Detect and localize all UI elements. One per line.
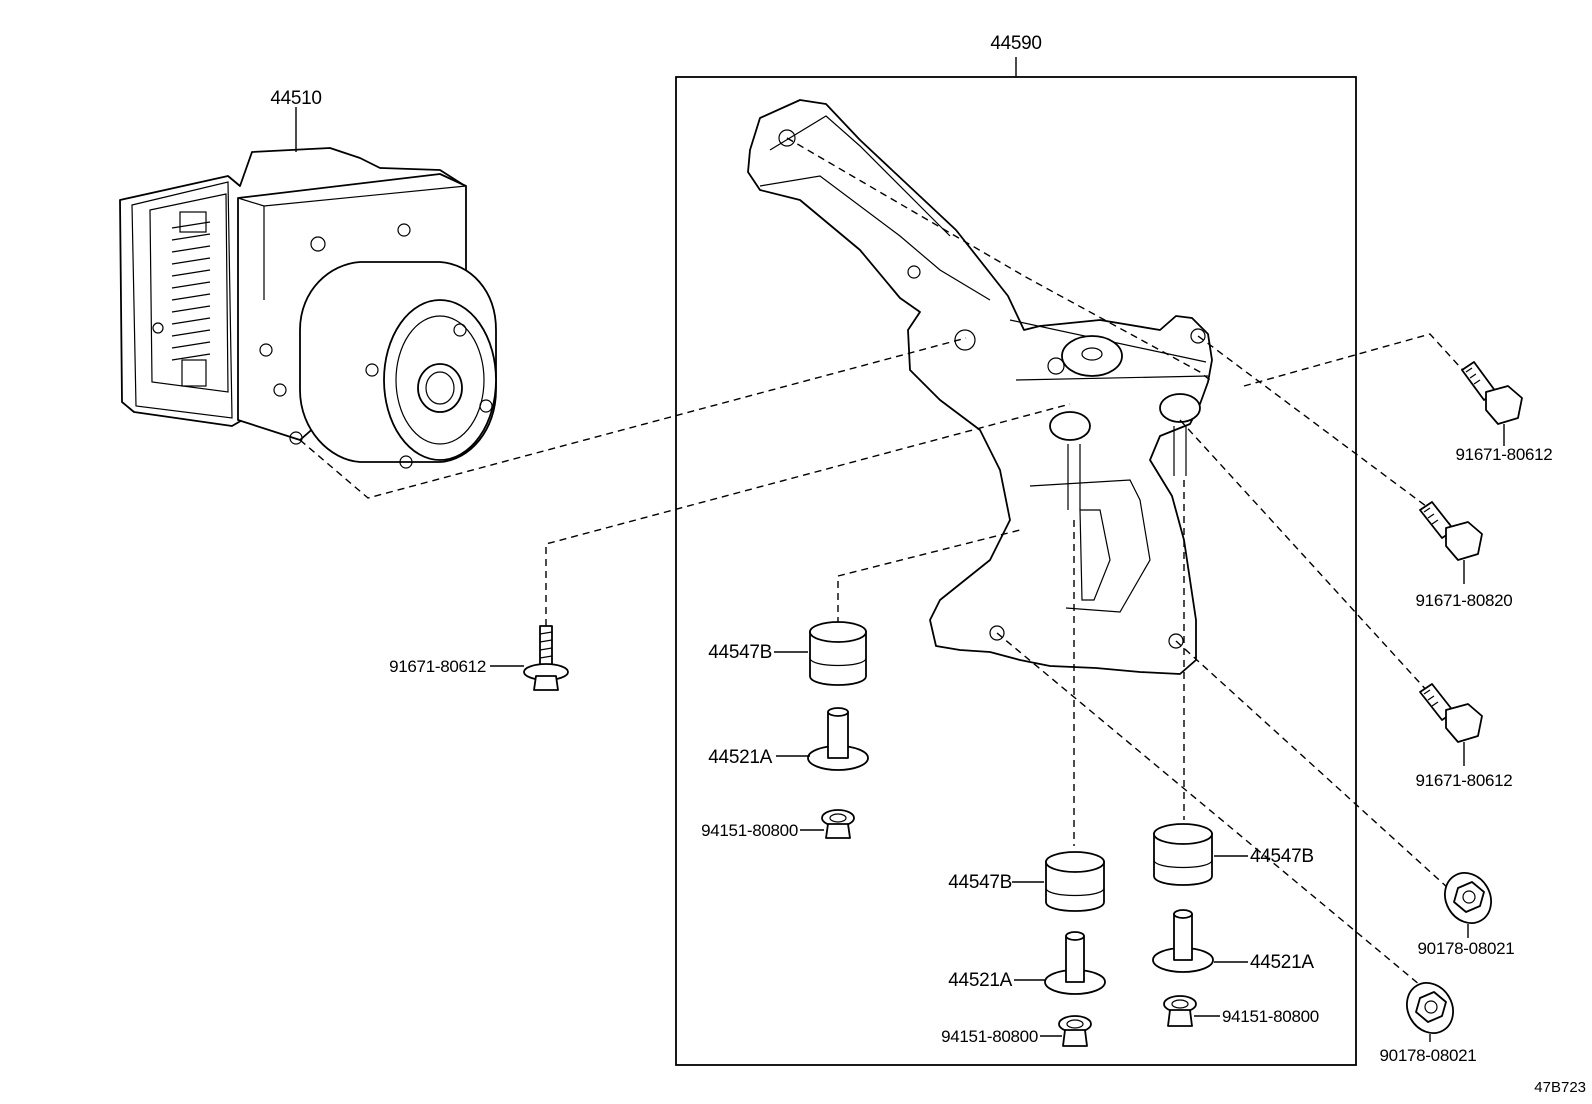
nut-lower-left-drawing — [1058, 1015, 1092, 1047]
collar-lower-left-drawing — [1044, 931, 1106, 995]
nut-right-1-drawing — [1444, 872, 1492, 924]
label-cushion-lower-left: 44547B — [948, 872, 1012, 893]
label-bolt-left: 91671-80612 — [389, 657, 486, 676]
assembly-label: 44590 — [990, 33, 1041, 54]
label-actuator: 44510 — [270, 88, 321, 109]
cushion-upper-drawing — [809, 621, 867, 686]
label-bolt-right-2: 91671-80820 — [1416, 591, 1513, 610]
label-collar-lower-left: 44521A — [948, 970, 1012, 991]
bracket-drawing — [747, 99, 1213, 675]
collar-upper-drawing — [807, 707, 869, 771]
bolt-right-3-drawing — [1419, 683, 1483, 743]
label-nut-lower-right: 94151-80800 — [1222, 1007, 1319, 1026]
nut-lower-right-drawing — [1163, 995, 1197, 1027]
bolt-right-2-drawing — [1419, 501, 1483, 561]
bolt-left-drawing — [523, 625, 569, 691]
figure-code: 47B723 — [1534, 1079, 1586, 1096]
cushion-lower-right-drawing — [1153, 823, 1213, 886]
label-nut-right-1: 90178-08021 — [1418, 939, 1515, 958]
collar-lower-right-drawing — [1152, 909, 1214, 973]
label-bolt-right-3: 91671-80612 — [1416, 771, 1513, 790]
nut-right-2-drawing — [1406, 982, 1454, 1034]
label-nut-right-2: 90178-08021 — [1380, 1046, 1477, 1065]
dashed-leaders — [299, 137, 1471, 991]
label-cushion-upper: 44547B — [708, 642, 772, 663]
label-nut-upper: 94151-80800 — [701, 821, 798, 840]
label-bolt-right-1: 91671-80612 — [1456, 445, 1553, 464]
bolt-right-1-drawing — [1461, 361, 1523, 425]
cushion-lower-left-drawing — [1045, 851, 1105, 912]
label-cushion-lower-right: 44547B — [1250, 846, 1314, 867]
nut-upper-drawing — [821, 809, 855, 839]
label-collar-lower-right: 44521A — [1250, 952, 1314, 973]
abs-actuator-drawing — [119, 147, 497, 469]
label-collar-upper: 44521A — [708, 747, 772, 768]
label-nut-lower-left: 94151-80800 — [941, 1027, 1038, 1046]
